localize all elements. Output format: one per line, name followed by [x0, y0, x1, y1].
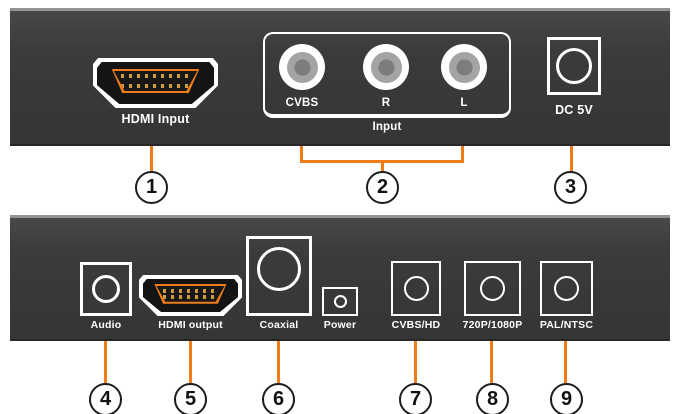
- callout-line-5: [189, 341, 192, 383]
- hdmi-pins: [113, 71, 198, 91]
- resolution-label: 720P/1080P: [462, 319, 523, 331]
- callout-line-1: [150, 146, 153, 171]
- coaxial-port: [246, 236, 312, 316]
- input-group-label: Input: [372, 121, 402, 133]
- cvbs-hd-button-circle: [403, 276, 429, 301]
- callout-line-8: [490, 341, 493, 383]
- callout-line-4: [104, 341, 107, 383]
- pal-ntsc-button: [540, 261, 593, 316]
- audio-jack-circle: [92, 275, 120, 303]
- dc-5v-port: [547, 37, 601, 95]
- rca-l-label: L: [460, 97, 468, 109]
- cvbs-hd-label: CVBS/HD: [391, 319, 441, 331]
- resolution-button: [464, 261, 521, 316]
- callout-4: 4: [89, 383, 122, 414]
- hdmi-tongue: [111, 69, 200, 93]
- callout-line-9: [564, 341, 567, 383]
- hdmi-output-label: HDMI output: [158, 319, 223, 331]
- audio-label: Audio: [90, 319, 122, 331]
- rca-r-label: R: [381, 97, 391, 109]
- callout-line-7: [414, 341, 417, 383]
- hdmi-input-port: [93, 58, 218, 108]
- hdmi-input-label: HDMI Input: [121, 112, 190, 126]
- rca-cvbs-label: CVBS: [285, 97, 319, 109]
- callout-line-6: [277, 341, 280, 383]
- callout-line-2-right: [461, 146, 464, 163]
- dc-5v-label: DC 5V: [555, 103, 593, 117]
- callout-9: 9: [550, 383, 583, 414]
- callout-2: 2: [366, 171, 399, 204]
- callout-5: 5: [174, 383, 207, 414]
- callout-6: 6: [262, 383, 295, 414]
- hdmi-output-port: [139, 275, 242, 316]
- rca-jack-cvbs: [279, 44, 325, 90]
- coaxial-jack-circle: [257, 247, 301, 291]
- rca-input-group: [263, 32, 511, 118]
- callout-line-2-stem: [381, 160, 384, 172]
- power-led-circle: [333, 295, 347, 308]
- callout-line-2-left: [300, 146, 303, 163]
- pal-ntsc-button-circle: [554, 276, 579, 301]
- callout-7: 7: [399, 383, 432, 414]
- audio-port: [80, 262, 132, 316]
- callout-line-3: [570, 146, 573, 171]
- power-label: Power: [323, 319, 357, 331]
- hdmi-tongue: [154, 284, 227, 304]
- hdmi-pins: [156, 286, 225, 302]
- rca-jack-r: [363, 44, 409, 90]
- coaxial-label: Coaxial: [259, 319, 299, 331]
- pal-ntsc-label: PAL/NTSC: [539, 319, 594, 331]
- rca-jack-l: [441, 44, 487, 90]
- cvbs-hd-button: [391, 261, 441, 316]
- dc-5v-jack-circle: [556, 48, 592, 84]
- power-led-port: [322, 287, 358, 316]
- callout-1: 1: [135, 171, 168, 204]
- resolution-button-circle: [480, 276, 505, 301]
- callout-8: 8: [476, 383, 509, 414]
- callout-3: 3: [554, 171, 587, 204]
